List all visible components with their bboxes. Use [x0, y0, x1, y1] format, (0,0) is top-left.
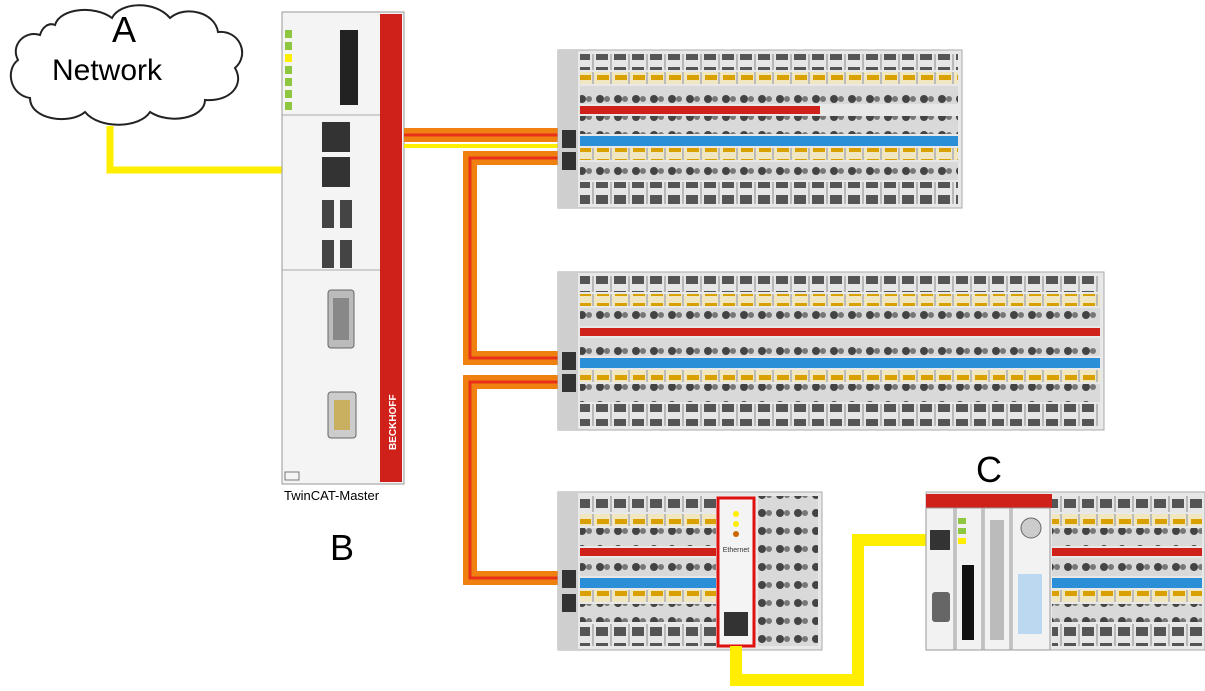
lan-port-1-icon	[322, 122, 350, 152]
status-leds	[285, 30, 292, 110]
network-letter-label: A	[112, 12, 136, 48]
ethercat-cables	[404, 135, 558, 578]
terminal-rack-3	[558, 492, 822, 650]
master-letter-label: B	[330, 530, 354, 566]
terminal-rack-1	[558, 50, 962, 208]
ethernet-coupler-label: Ethernet	[723, 547, 750, 554]
usb-port-icon	[322, 200, 334, 228]
brand-label-master: BECKHOFF	[388, 394, 399, 450]
remote-letter-label: C	[976, 452, 1002, 488]
cf-card-slot	[340, 30, 358, 105]
coupler-lan-port-icon	[724, 612, 748, 636]
network-cable	[110, 126, 282, 170]
terminal-rack-2	[558, 272, 1104, 430]
remote-controller-device	[926, 492, 1205, 650]
twincat-master-device	[282, 12, 404, 484]
lan-port-2-icon	[322, 157, 350, 187]
network-text-label: Network	[52, 56, 162, 86]
master-caption: TwinCAT-Master	[284, 488, 379, 503]
